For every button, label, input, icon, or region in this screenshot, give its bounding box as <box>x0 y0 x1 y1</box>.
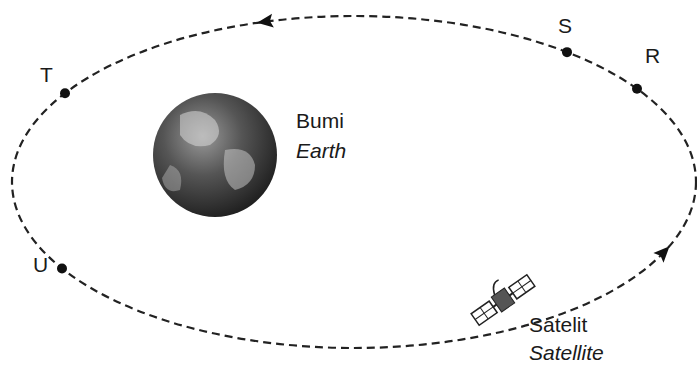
orbit-point <box>57 263 67 273</box>
orbit-point <box>60 88 70 98</box>
earth-label: Bumi <box>296 110 344 131</box>
earth-label: Earth <box>296 140 346 161</box>
arrow-head <box>653 241 674 262</box>
orbit-point <box>632 84 642 94</box>
earth <box>153 93 277 217</box>
point-label: R <box>645 45 660 66</box>
satellite <box>464 265 536 327</box>
point-label: S <box>558 15 572 36</box>
orbit-path <box>12 16 696 348</box>
orbit-point <box>562 47 572 57</box>
direction-arrows <box>256 14 674 263</box>
point-label: U <box>33 254 48 275</box>
satellite-label: Satelit <box>529 314 587 335</box>
satellite-label: Satellite <box>529 342 604 363</box>
arrow-head <box>256 14 274 30</box>
orbit-points <box>57 47 642 273</box>
point-label: T <box>40 64 53 85</box>
